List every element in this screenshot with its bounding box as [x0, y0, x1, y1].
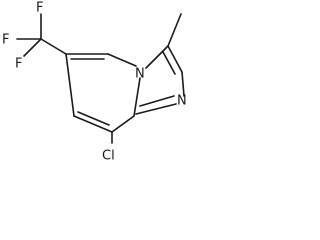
- bond-cf3-ring: [40, 38, 67, 55]
- atom-label-f-top: F: [36, 1, 43, 16]
- bond-cf-bottom: [23, 38, 42, 57]
- bond-c5-n4: [107, 53, 137, 67]
- chemical-structure: F F F N N Cl: [2, 1, 187, 164]
- bond-c7-c6: [65, 53, 75, 117]
- atom-label-f-left: F: [2, 33, 9, 48]
- bond-c8-c7: [73, 115, 113, 133]
- bond-c2-n1: [181, 71, 185, 97]
- bond-n4-c3: [145, 45, 169, 69]
- bond-c8a-c8: [111, 115, 135, 133]
- atom-label-cl: Cl: [102, 149, 115, 164]
- atom-label-n-bridge: N: [135, 67, 145, 82]
- bond-n1-c8a: [135, 103, 177, 115]
- bond-c8-c7-inner: [77, 111, 110, 126]
- bond-c3-c2-inner: [162, 51, 176, 75]
- bond-c3-c2: [167, 45, 183, 73]
- bond-n4-c8a: [133, 77, 141, 117]
- bond-n1-c8a-inner: [139, 95, 175, 107]
- atom-label-n-imidazole: N: [177, 94, 187, 109]
- bond-methyl: [167, 13, 182, 47]
- atom-label-f-bottom: F: [15, 57, 22, 72]
